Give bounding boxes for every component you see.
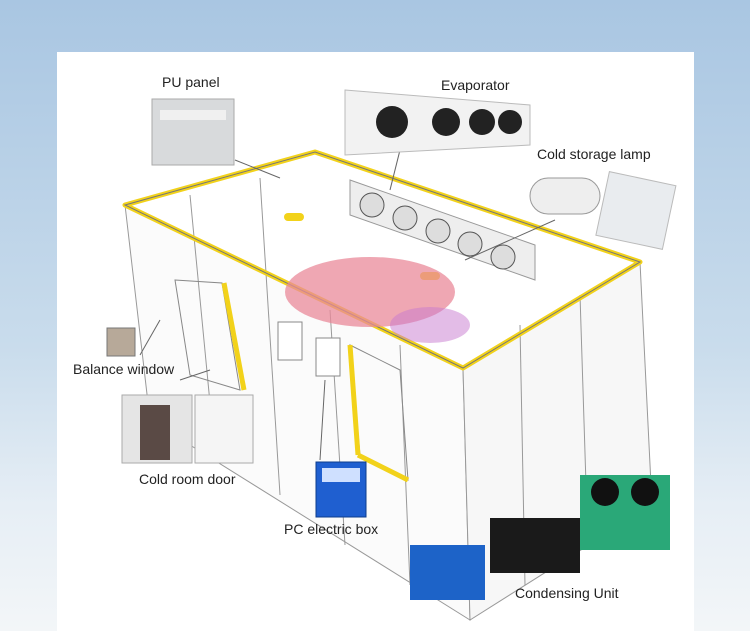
label-cold-storage-lamp: Cold storage lamp — [537, 146, 651, 162]
label-cold-room-door: Cold room door — [139, 471, 236, 487]
label-evaporator: Evaporator — [441, 77, 510, 93]
cold-room-door-photo-2 — [194, 394, 254, 464]
pu-panel-photo — [151, 98, 235, 166]
wall-control-box — [315, 337, 341, 377]
wall-control-box — [277, 321, 303, 361]
label-condensing-unit: Condensing Unit — [515, 585, 619, 601]
condensing-unit-blue — [410, 545, 485, 600]
label-pc-electric-box: PC electric box — [284, 521, 379, 537]
label-pu-panel: PU panel — [162, 74, 220, 90]
lamp-photo-oval — [529, 177, 601, 215]
side-door — [174, 279, 241, 391]
lamp-photo-square — [595, 171, 677, 250]
balance-window-photo — [106, 327, 136, 357]
ceiling-lamp — [284, 213, 304, 221]
condensing-unit-black — [490, 518, 580, 573]
label-balance-window: Balance window — [73, 361, 175, 377]
